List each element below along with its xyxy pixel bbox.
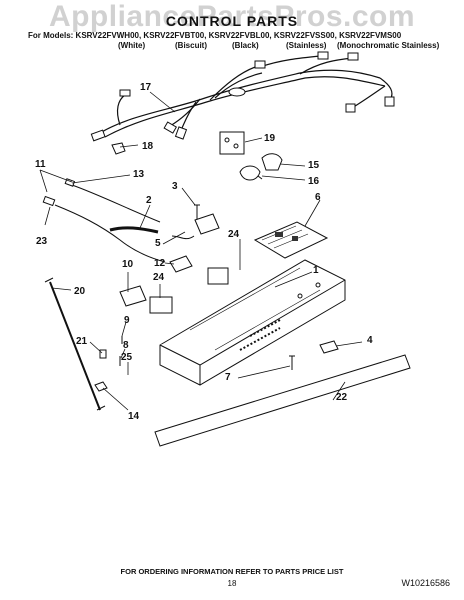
screw-3 (194, 204, 200, 219)
lamp-socket (261, 153, 283, 171)
control-part-12 (169, 255, 193, 273)
callout-24-upper: 24 (228, 229, 240, 240)
wire-clip (111, 142, 126, 155)
control-board (253, 221, 329, 259)
thermistor-switch (194, 213, 220, 235)
color-monochromatic-stainless: (Monochromatic Stainless) (337, 41, 440, 50)
color-white: (White) (118, 41, 146, 50)
tube (109, 226, 159, 234)
harness-connectors (90, 51, 395, 142)
rod (49, 281, 101, 411)
callout-10: 10 (122, 259, 134, 270)
callout-1: 1 (313, 265, 319, 276)
callout-25: 25 (121, 352, 133, 363)
callout-24-lower: 24 (153, 272, 165, 283)
callout-6: 6 (315, 192, 321, 203)
color-black: (Black) (232, 41, 259, 50)
callout-3: 3 (172, 181, 178, 192)
callout-18: 18 (142, 141, 154, 152)
foam-pad-lower (149, 296, 173, 314)
sensor-wire-lower (54, 204, 166, 263)
page-number: 18 (227, 579, 237, 588)
callout-12: 12 (154, 258, 166, 269)
foam-pad-upper (207, 267, 229, 285)
screw-7 (289, 355, 295, 370)
light-bulb (239, 165, 261, 181)
watermark: AppliancePartsPros.com (48, 0, 416, 33)
trim-strip (154, 354, 411, 447)
sensor-wire-upper (71, 184, 161, 223)
document-number: W10216586 (401, 578, 450, 588)
callout-5: 5 (155, 238, 161, 249)
leader-lines (39, 91, 363, 411)
callout-17: 17 (140, 82, 152, 93)
callout-20: 20 (74, 286, 86, 297)
callout-13: 13 (133, 169, 145, 180)
wire-harness (99, 55, 393, 138)
callout-8: 8 (123, 340, 129, 351)
callout-9: 9 (124, 315, 130, 326)
callout-11: 11 (35, 159, 46, 170)
callout-21: 21 (76, 336, 88, 347)
fastener-21 (99, 349, 107, 359)
page-title: CONTROL PARTS (165, 13, 299, 29)
callout-14: 14 (128, 411, 140, 422)
control-housing (159, 259, 346, 386)
callout-22: 22 (336, 392, 348, 403)
control-part-10 (119, 285, 147, 307)
bracket (319, 340, 339, 354)
callout-19: 19 (264, 133, 276, 144)
callout-23: 23 (36, 236, 48, 247)
callout-4: 4 (367, 335, 373, 346)
ordering-note: FOR ORDERING INFORMATION REFER TO PARTS … (120, 567, 344, 576)
callout-16: 16 (308, 176, 320, 187)
color-stainless: (Stainless) (286, 41, 327, 50)
color-biscuit: (Biscuit) (175, 41, 207, 50)
callout-2: 2 (146, 195, 152, 206)
grommet (219, 131, 245, 155)
callout-15: 15 (308, 160, 320, 171)
models-line: For Models: KSRV22FVWH00, KSRV22FVBT00, … (28, 31, 402, 40)
callout-7: 7 (225, 372, 231, 383)
